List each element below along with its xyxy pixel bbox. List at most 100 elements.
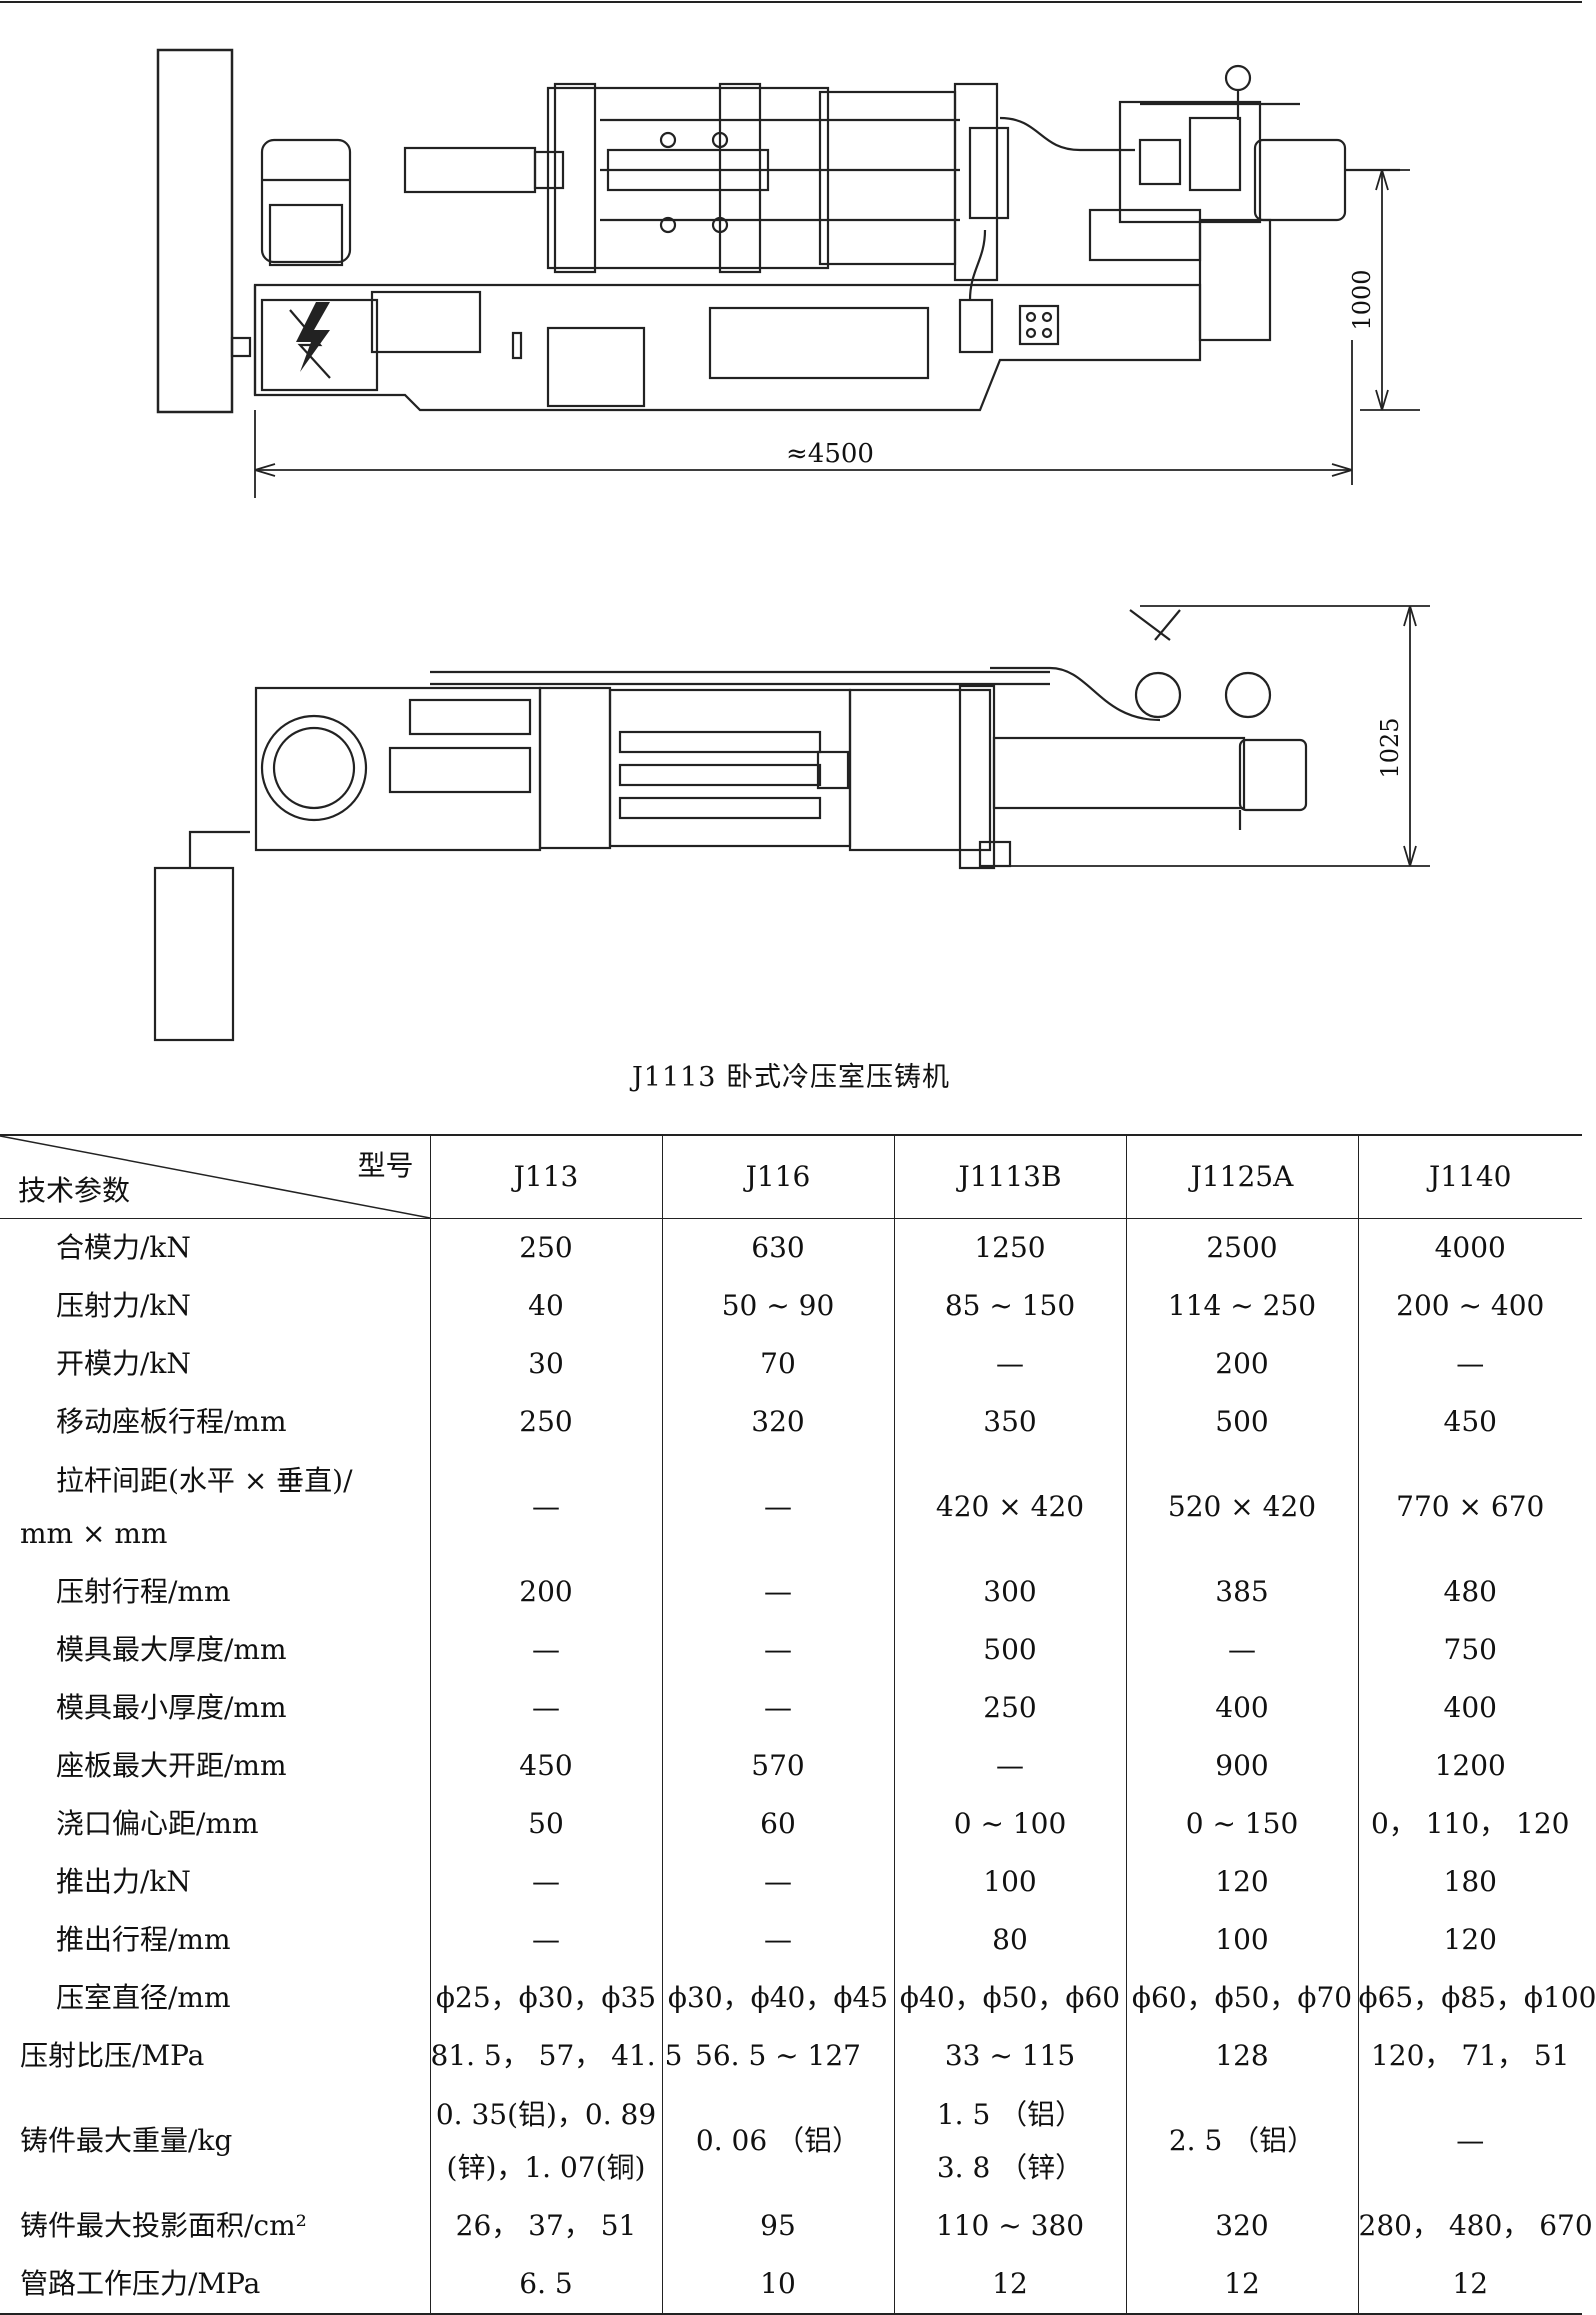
value-cell: 500 (893, 1621, 1126, 1679)
value-cell: 114 ~ 250 (1125, 1277, 1358, 1335)
param-label: 管路工作压力/MPa (0, 2255, 430, 2315)
side-view-drawing (156, 48, 1400, 414)
table-row: 压射比压/MPa 81. 5， 57， 41. 5 56. 5 ~ 127 33… (0, 2027, 1582, 2085)
value-cell: 385 (1125, 1563, 1358, 1621)
value-line1: 0. 35(铝)，0. 89 (435, 2097, 657, 2131)
header-corner-cell: 型号 技术参数 (0, 1134, 431, 1219)
value-cell: 770 × 670 (1357, 1451, 1582, 1563)
value-cell: 40 (429, 1277, 662, 1335)
value-cell: 450 (429, 1737, 662, 1795)
param-label: 开模力/kN (56, 1347, 191, 1381)
value-cell: 350 (893, 1393, 1126, 1451)
value-cell: 630 (661, 1218, 894, 1277)
model-header: J116 (661, 1134, 894, 1219)
table-row: 开模力/kN 30 70 — 200 — (0, 1335, 1582, 1393)
value-cell: 420 × 420 (893, 1451, 1126, 1563)
value-line2: 3. 8 （锌） (936, 2151, 1084, 2184)
param-label: 座板最大开距/mm (56, 1749, 287, 1783)
value-cell: ϕ40，ϕ50，ϕ60 (893, 1969, 1126, 2027)
table-row: 座板最大开距/mm 450 570 — 900 1200 (0, 1737, 1582, 1795)
param-label: 合模力/kN (56, 1231, 191, 1265)
table-row: 铸件最大重量/kg 0. 35(铝)，0. 89 (锌)，1. 07(铜) 0.… (0, 2085, 1582, 2197)
model-header: J1125A (1125, 1134, 1358, 1219)
value-cell: 30 (429, 1335, 662, 1393)
value-cell: 1250 (893, 1218, 1126, 1277)
value-cell: 80 (893, 1911, 1126, 1969)
table-row: 模具最大厚度/mm — — 500 — 750 (0, 1621, 1582, 1679)
value-cell: — (661, 1451, 894, 1563)
value-cell: 60 (661, 1795, 894, 1853)
value-cell: — (1357, 1335, 1582, 1393)
value-cell: 81. 5， 57， 41. 5 (429, 2027, 682, 2085)
value-cell: 500 (1125, 1393, 1358, 1451)
value-cell: ϕ25，ϕ30，ϕ35 (429, 1969, 662, 2027)
value-line1: 1. 5 （铝） (936, 2097, 1084, 2131)
param-label: 压射比压/MPa (20, 2039, 205, 2073)
dim-length-top: ≈4500 (786, 439, 874, 469)
value-cell: 70 (661, 1335, 894, 1393)
value-cell: 120 (1357, 1911, 1582, 1969)
value-cell: 26， 37， 51 (429, 2197, 662, 2255)
value-cell: 750 (1357, 1621, 1582, 1679)
value-cell: 200 (429, 1563, 662, 1621)
value-cell: 0. 35(铝)，0. 89 (锌)，1. 07(铜) (429, 2085, 662, 2197)
value-cell: 33 ~ 115 (893, 2027, 1126, 2085)
table-row: 模具最小厚度/mm — — 250 400 400 (0, 1679, 1582, 1737)
param-label: 铸件最大重量/kg (20, 2124, 233, 2158)
model-header: J113 (429, 1134, 662, 1219)
value-cell: 0， 110， 120 (1357, 1795, 1582, 1853)
value-cell: ϕ60，ϕ50，ϕ70 (1125, 1969, 1358, 2027)
top-view-drawing (153, 609, 1308, 1042)
value-cell: 250 (429, 1393, 662, 1451)
value-cell: 1200 (1357, 1737, 1582, 1795)
value-cell: — (429, 1679, 662, 1737)
value-cell: 450 (1357, 1393, 1582, 1451)
value-cell: — (661, 1563, 894, 1621)
param-label-line1: 拉杆间距(水平 × 垂直)/ (56, 1463, 353, 1497)
value-cell: 6. 5 (429, 2255, 662, 2315)
value-cell: 300 (893, 1563, 1126, 1621)
value-cell: ϕ65，ϕ85，ϕ100 (1357, 1969, 1596, 2027)
table-row: 移动座板行程/mm 250 320 350 500 450 (0, 1393, 1582, 1451)
dim-height-top: 1000 (1348, 269, 1376, 330)
value-cell: 200 (1125, 1335, 1358, 1393)
value-cell: 250 (893, 1679, 1126, 1737)
value-cell: — (661, 1911, 894, 1969)
value-cell: — (893, 1335, 1126, 1393)
value-cell: 250 (429, 1218, 662, 1277)
value-cell: 0 ~ 150 (1125, 1795, 1358, 1853)
value-cell: — (429, 1451, 662, 1563)
param-label: 移动座板行程/mm (56, 1405, 287, 1439)
value-cell: 100 (893, 1853, 1126, 1911)
value-cell: 85 ~ 150 (893, 1277, 1126, 1335)
table-header-row: 型号 技术参数 J113 J116 J1113B J1125A J1140 (0, 1134, 1582, 1219)
value-line2: (锌)，1. 07(铜) (446, 2151, 646, 2184)
value-cell: — (429, 1621, 662, 1679)
value-cell: 56. 5 ~ 127 (661, 2027, 894, 2085)
header-diagonal (0, 1135, 431, 1219)
header-param-label: 技术参数 (18, 1173, 131, 1207)
figure-caption: J1113 卧式冷压室压铸机 (631, 1062, 951, 1093)
value-cell: 900 (1125, 1737, 1358, 1795)
machine-drawings: ≈4500 1000 1025 (0, 1, 1582, 1042)
value-cell: 2500 (1125, 1218, 1358, 1277)
value-cell: 110 ~ 380 (893, 2197, 1126, 2255)
value-cell: — (661, 1679, 894, 1737)
table-row: 压射力/kN 40 50 ~ 90 85 ~ 150 114 ~ 250 200… (0, 1277, 1582, 1335)
table-row: 压室直径/mm ϕ25，ϕ30，ϕ35 ϕ30，ϕ40，ϕ45 ϕ40，ϕ50，… (0, 1969, 1596, 2027)
param-label: 压室直径/mm (56, 1981, 231, 2015)
value-cell: 95 (661, 2197, 894, 2255)
param-label-line2: mm × mm (20, 1517, 168, 1550)
value-cell: 320 (1125, 2197, 1358, 2255)
param-label: 铸件最大投影面积/cm² (20, 2209, 307, 2243)
value-cell: — (661, 1621, 894, 1679)
value-cell: 50 ~ 90 (661, 1277, 894, 1335)
value-cell: 200 ~ 400 (1357, 1277, 1582, 1335)
value-cell: 120， 71， 51 (1357, 2027, 1582, 2085)
table-row: 压射行程/mm 200 — 300 385 480 (0, 1563, 1582, 1621)
param-label: 模具最小厚度/mm (56, 1691, 287, 1725)
value-cell: 400 (1125, 1679, 1358, 1737)
param-label: 模具最大厚度/mm (56, 1633, 287, 1667)
value-cell: 50 (429, 1795, 662, 1853)
param-label: 压射力/kN (56, 1289, 191, 1323)
